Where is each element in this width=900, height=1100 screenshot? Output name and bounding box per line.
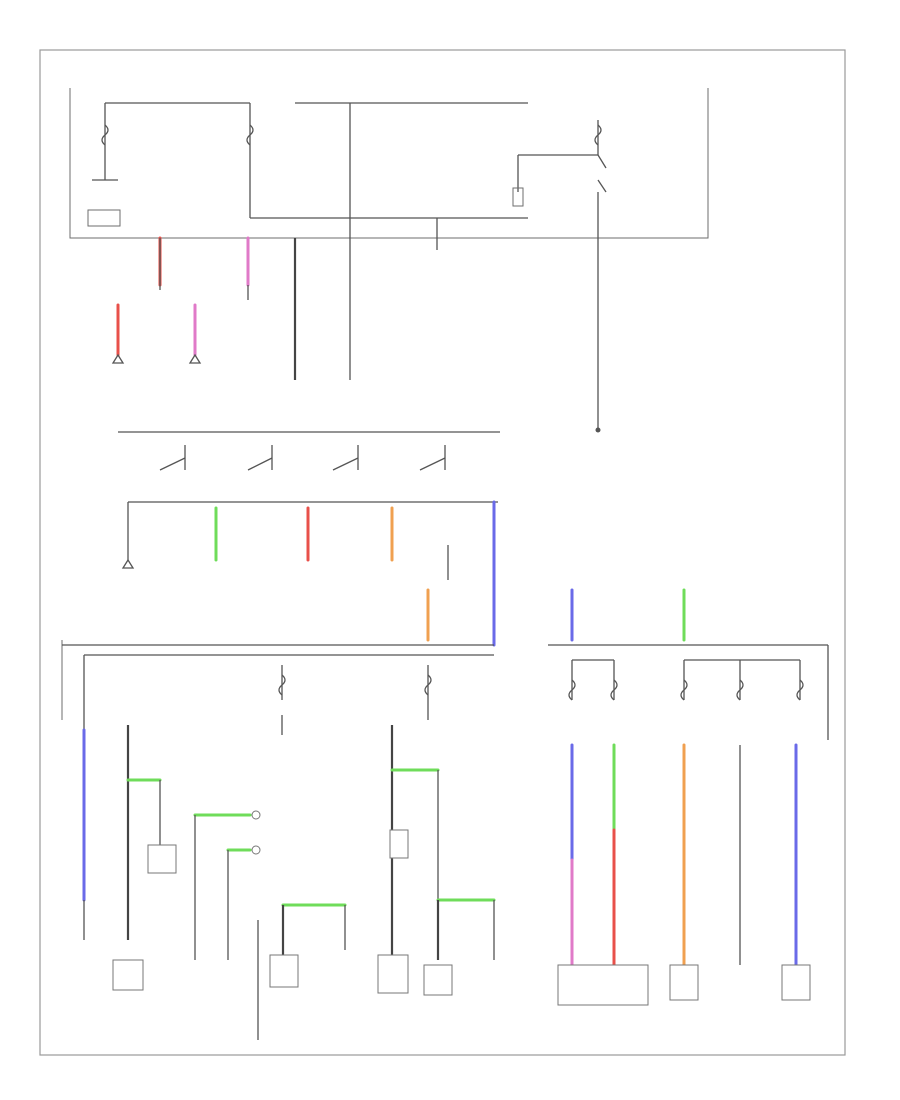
connector-icon xyxy=(595,427,601,433)
ground-icon xyxy=(188,353,202,364)
fuse-icon xyxy=(101,124,109,146)
bottom-left-junction-box xyxy=(61,640,494,760)
relay-switch-icon xyxy=(332,445,359,471)
bottom-left-wires xyxy=(82,725,261,991)
top-wires xyxy=(116,218,601,433)
fuse-icon xyxy=(246,124,254,146)
fuse-icon xyxy=(736,679,744,701)
fuse-icon xyxy=(796,679,804,701)
ground-icon xyxy=(111,353,125,364)
relay-switch-icon xyxy=(512,120,607,238)
fuse-icon xyxy=(278,674,286,696)
ground-icon xyxy=(121,558,135,569)
fuse-icon xyxy=(680,679,688,701)
bottom-right-wires xyxy=(557,743,811,1006)
fuse-icon xyxy=(424,674,432,696)
diagram-border xyxy=(39,49,846,1056)
fuse-icon xyxy=(568,679,576,701)
bottom-middle-wires xyxy=(257,725,496,1040)
relay-switch-icon xyxy=(419,445,446,471)
ignition-switch-bus xyxy=(118,431,500,647)
relay-switch-icon xyxy=(247,445,273,471)
top-fuse-box xyxy=(69,88,709,239)
relay-switch-icon xyxy=(159,445,186,471)
fuse-icon xyxy=(610,679,618,701)
fuse-icon xyxy=(594,124,602,146)
bottom-right-junction-box xyxy=(548,588,829,740)
